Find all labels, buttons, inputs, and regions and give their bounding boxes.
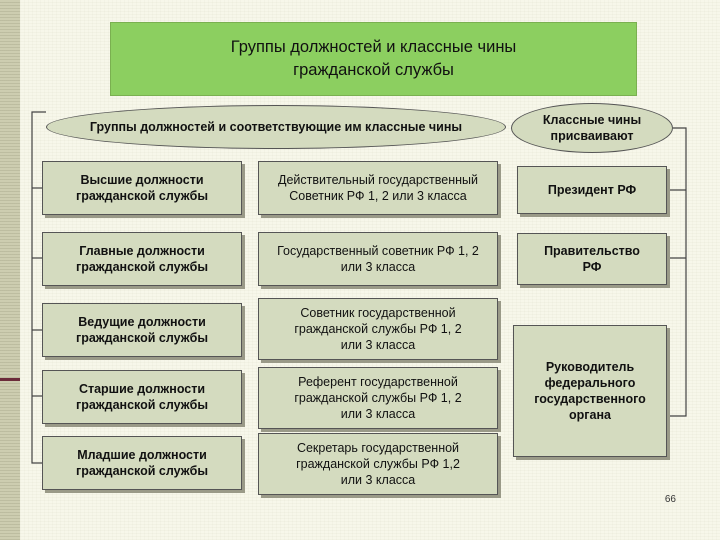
group-label-line-1: Ведущие должности xyxy=(78,315,206,329)
rank-label-line-3: или 3 класса xyxy=(340,473,416,487)
group-box-leading: Ведущие должности гражданской службы xyxy=(42,303,242,357)
title-line-1: Группы должностей и классные чины xyxy=(230,38,517,56)
rank-box-leading: Советник государственной гражданской слу… xyxy=(258,298,498,360)
authority-label-line-4: органа xyxy=(569,408,611,422)
group-box-higher: Высшие должности гражданской службы xyxy=(42,161,242,215)
rank-label-line-1: Действительный государственный xyxy=(278,173,478,187)
group-label-line-2: гражданской службы xyxy=(75,260,209,274)
rank-label-line-2: Советник РФ 1, 2 или 3 класса xyxy=(289,189,467,203)
rank-label-line-1: Государственный советник РФ 1, 2 xyxy=(277,244,479,258)
header-groups-label: Группы должностей и соответствующие им к… xyxy=(89,120,463,134)
rank-label-line-1: Референт государственной xyxy=(298,375,458,389)
left-decor-bar xyxy=(0,0,20,540)
group-label-line-2: гражданской службы xyxy=(75,189,209,203)
diagram-title: Группы должностей и классные чины гражда… xyxy=(110,22,637,96)
group-label-line-1: Старшие должности xyxy=(78,382,206,396)
rank-box-junior: Секретарь государственной гражданской сл… xyxy=(258,433,498,495)
rank-box-senior: Референт государственной гражданской слу… xyxy=(258,367,498,429)
group-box-junior: Младшие должности гражданской службы xyxy=(42,436,242,490)
rank-label-line-3: или 3 класса xyxy=(340,338,416,352)
authority-label-line-1: Президент РФ xyxy=(547,183,637,197)
group-box-main: Главные должности гражданской службы xyxy=(42,232,242,286)
authority-label-line-1: Правительство xyxy=(544,244,640,258)
group-label-line-2: гражданской службы xyxy=(75,464,209,478)
group-box-senior: Старшие должности гражданской службы xyxy=(42,370,242,424)
authority-box-president: Президент РФ xyxy=(517,166,667,214)
header-authorities-ellipse: Классные чины присваивают xyxy=(511,103,673,153)
rank-label-line-1: Советник государственной xyxy=(300,306,456,320)
rank-box-main: Государственный советник РФ 1, 2 или 3 к… xyxy=(258,232,498,286)
rank-label-line-2: гражданской службы РФ 1, 2 xyxy=(294,391,462,405)
group-label-line-1: Высшие должности xyxy=(80,173,204,187)
page-number: 66 xyxy=(664,494,676,505)
authority-box-government: Правительство РФ xyxy=(517,233,667,285)
rank-box-higher: Действительный государственный Советник … xyxy=(258,161,498,215)
rank-label-line-2: гражданской службы РФ 1, 2 xyxy=(294,322,462,336)
group-label-line-2: гражданской службы xyxy=(75,398,209,412)
accent-line xyxy=(0,378,20,381)
authority-label-line-3: государственного xyxy=(534,392,646,406)
group-label-line-2: гражданской службы xyxy=(75,331,209,345)
authority-label-line-2: РФ xyxy=(582,260,602,274)
header-groups-ellipse: Группы должностей и соответствующие им к… xyxy=(46,105,506,149)
rank-label-line-2: или 3 класса xyxy=(340,260,416,274)
header-authorities-line-1: Классные чины xyxy=(542,113,642,127)
group-label-line-1: Младшие должности xyxy=(77,448,207,462)
title-line-2: гражданской службы xyxy=(293,61,454,79)
authority-label-line-2: федерального xyxy=(544,376,636,390)
authority-box-agency-head: Руководитель федерального государственно… xyxy=(513,325,667,457)
header-authorities-line-2: присваивают xyxy=(550,129,634,143)
rank-label-line-2: гражданской службы РФ 1,2 xyxy=(296,457,460,471)
group-label-line-1: Главные должности xyxy=(79,244,205,258)
rank-label-line-3: или 3 класса xyxy=(340,407,416,421)
rank-label-line-1: Секретарь государственной xyxy=(296,441,460,455)
authority-label-line-1: Руководитель xyxy=(545,360,635,374)
